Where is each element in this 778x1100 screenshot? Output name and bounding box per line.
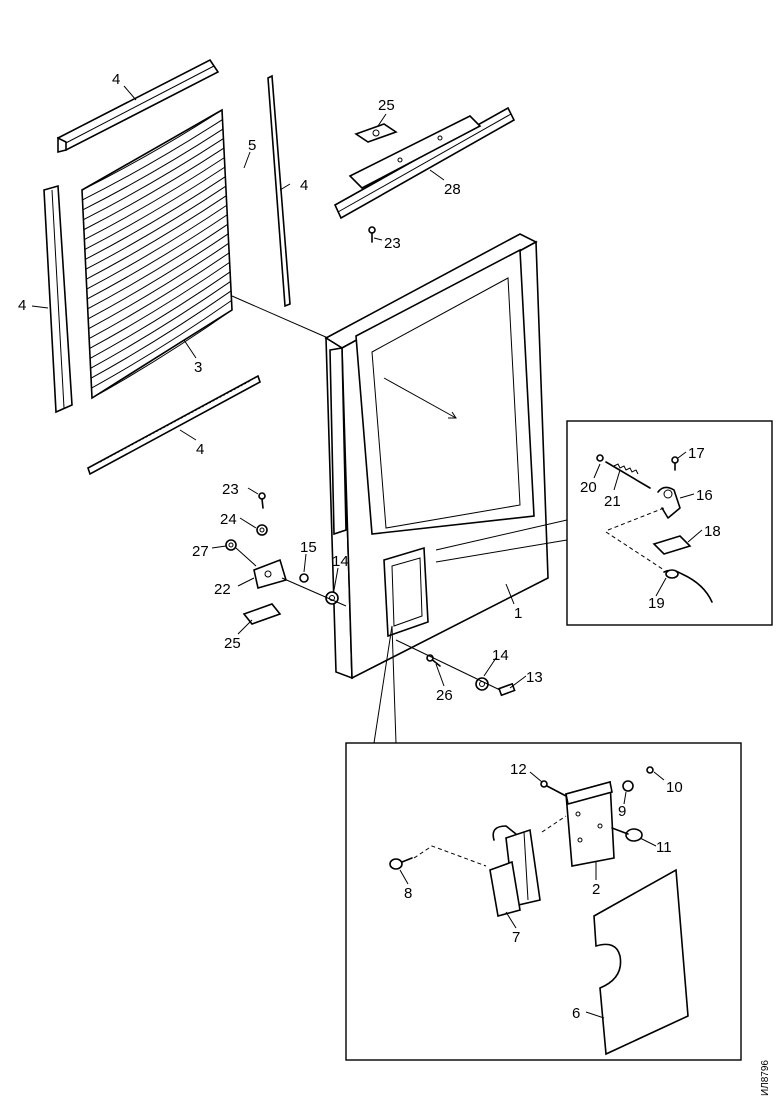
callout-1: 1 — [514, 605, 522, 622]
screw-8 — [389, 857, 413, 870]
callout-18: 18 — [704, 523, 721, 540]
top-rail — [56, 58, 220, 154]
washer-27 — [225, 539, 237, 551]
louvre-slat — [83, 147, 225, 231]
screw-17 — [671, 456, 679, 471]
callout-23-lower: 23 — [222, 481, 239, 498]
louvre-slat — [84, 166, 226, 250]
callout-4-left: 4 — [18, 297, 26, 314]
louvre-slat — [85, 185, 227, 270]
louvre-slat — [83, 138, 224, 221]
callout-28: 28 — [444, 181, 461, 198]
callout-10: 10 — [666, 779, 683, 796]
callout-27: 27 — [192, 543, 209, 560]
drawing-code: ИЛ8796 — [760, 1060, 771, 1096]
callout-21: 21 — [604, 493, 621, 510]
door-frame — [324, 233, 549, 680]
hinge-rail — [333, 106, 516, 220]
clip-top — [354, 123, 398, 143]
louvre-slat — [90, 281, 231, 369]
louvre-slat — [85, 176, 226, 260]
louvre-slat — [86, 204, 228, 290]
clip-25-lower — [242, 603, 282, 625]
callout-leaders — [31, 85, 703, 1019]
callout-2: 2 — [592, 881, 600, 898]
louvre-slat — [82, 119, 223, 201]
spring-21 — [605, 461, 651, 489]
callout-26: 26 — [436, 687, 453, 704]
callout-25-top: 25 — [378, 97, 395, 114]
lock-bracket — [253, 558, 287, 590]
louvre-slat — [90, 290, 232, 379]
nut-24 — [256, 524, 268, 536]
louvre-slat — [81, 109, 223, 191]
callout-23-top: 23 — [384, 235, 401, 252]
screw-23-lower — [258, 492, 266, 509]
cap-11 — [611, 827, 643, 842]
callout-22: 22 — [214, 581, 231, 598]
callout-15: 15 — [300, 539, 317, 556]
callout-20: 20 — [580, 479, 597, 496]
callout-5: 5 — [248, 137, 256, 154]
callout-labels: 4 5 4 4 3 4 25 28 23 23 24 27 15 14 22 2… — [18, 71, 721, 1022]
callout-17: 17 — [688, 445, 705, 462]
callout-6: 6 — [572, 1005, 580, 1022]
louvre-slat — [91, 309, 233, 399]
louvre-slat — [91, 300, 232, 389]
bolt-13 — [498, 682, 516, 697]
louvre-slat — [87, 233, 229, 320]
washer-20 — [596, 454, 604, 462]
callout-19: 19 — [648, 595, 665, 612]
callout-12: 12 — [510, 761, 527, 778]
callout-9: 9 — [618, 803, 626, 820]
louvre-slat — [82, 128, 224, 211]
callout-8: 8 — [404, 885, 412, 902]
washer-9 — [622, 780, 634, 792]
inset-latch — [435, 420, 773, 626]
lock-body-7 — [489, 825, 541, 918]
callout-4-right: 4 — [300, 177, 308, 194]
louvre-slat — [87, 214, 228, 300]
callout-4-top: 4 — [112, 71, 120, 88]
inset-lock — [345, 625, 742, 1061]
louvre-slat — [89, 261, 230, 349]
screw-10 — [646, 766, 654, 774]
callout-25-lower: 25 — [224, 635, 241, 652]
callout-7: 7 — [512, 929, 520, 946]
bracket-2 — [565, 780, 615, 867]
callout-14-left: 14 — [332, 553, 349, 570]
callout-24: 24 — [220, 511, 237, 528]
callout-16: 16 — [696, 487, 713, 504]
louvre-slat — [88, 252, 230, 340]
louvre-slat — [88, 242, 229, 330]
cover-plate-6 — [593, 868, 689, 1056]
left-rail — [43, 184, 73, 414]
cable-19 — [663, 569, 713, 603]
callout-14-right: 14 — [492, 647, 509, 664]
plate-18 — [652, 535, 692, 555]
callout-3: 3 — [194, 359, 202, 376]
screw-top — [368, 226, 376, 243]
louvre-slat — [84, 157, 225, 240]
callout-11: 11 — [656, 839, 672, 856]
latch-hook — [657, 486, 681, 519]
louvre-slat — [89, 271, 231, 359]
louvre-slat — [86, 195, 227, 280]
right-thin-rail — [267, 74, 291, 308]
bottom-thin-rail — [87, 374, 261, 476]
callout-4-bottom: 4 — [196, 441, 204, 458]
screw-12 — [540, 780, 567, 797]
washer-15 — [299, 573, 309, 583]
callout-13: 13 — [526, 669, 543, 686]
louvre-grille — [81, 108, 233, 400]
louvre-slat — [87, 223, 228, 310]
